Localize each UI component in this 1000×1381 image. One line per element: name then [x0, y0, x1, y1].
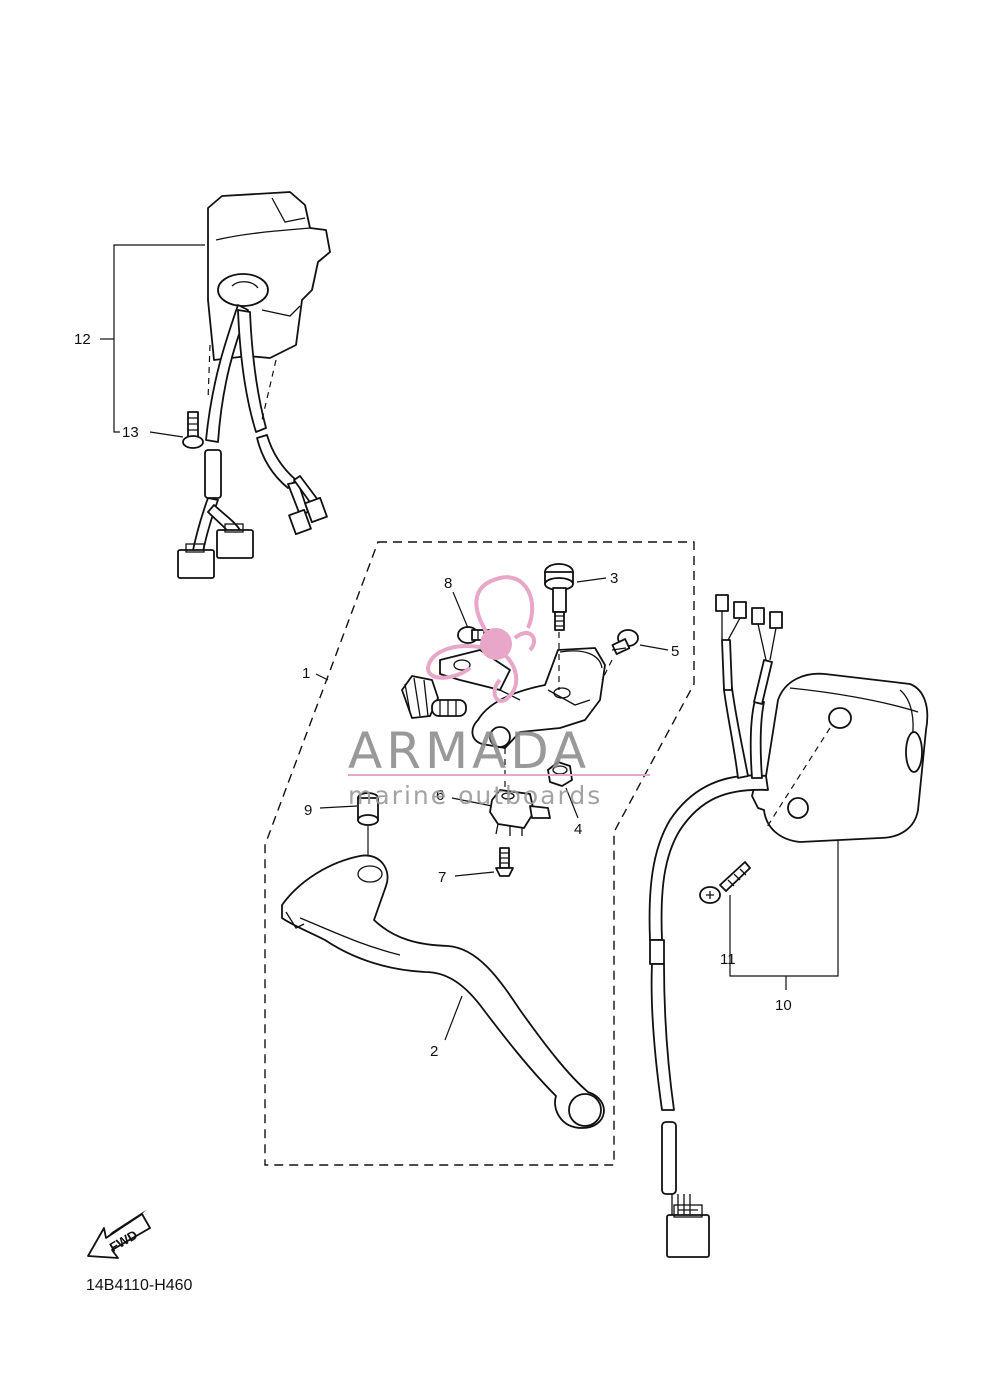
- fwd-arrow-icon: FWD: [87, 1210, 151, 1259]
- bracket-10: [729, 840, 839, 977]
- right-handlebar-switch: [648, 594, 929, 1258]
- diagram-code: 14B4110-H460: [86, 1277, 193, 1294]
- watermark-brand: ARMADA: [348, 722, 590, 780]
- callout-11: 11: [720, 951, 736, 968]
- callout-8: 8: [444, 575, 452, 592]
- switch-6: [489, 789, 551, 836]
- bracket-12: [113, 244, 205, 433]
- left-handlebar-switch: [177, 191, 331, 579]
- callout-4: 4: [574, 821, 582, 838]
- bolt-3: [544, 563, 574, 631]
- watermark-tagline: marine outboards: [348, 781, 602, 810]
- collar-9: [357, 792, 379, 826]
- callout-13: 13: [122, 424, 139, 441]
- callout-2: 2: [430, 1043, 438, 1060]
- callout-12: 12: [74, 331, 91, 348]
- propeller-logo: [425, 575, 536, 703]
- clutch-lever: [281, 854, 605, 1129]
- lever-holder: [401, 647, 606, 749]
- screw-5: [611, 629, 639, 655]
- callout-6: 6: [436, 787, 444, 804]
- callout-1: 1: [302, 665, 310, 682]
- callout-10: 10: [775, 997, 792, 1014]
- callout-5: 5: [671, 643, 679, 660]
- leader-13: [149, 431, 184, 438]
- watermark-rule: [348, 774, 650, 776]
- callout-9: 9: [304, 802, 312, 819]
- armada-watermark: ARMADA marine outboards: [348, 575, 650, 810]
- callout-3: 3: [610, 570, 618, 587]
- propeller-hub: [480, 628, 512, 660]
- callout-7: 7: [438, 869, 446, 886]
- screw-7: [495, 847, 514, 877]
